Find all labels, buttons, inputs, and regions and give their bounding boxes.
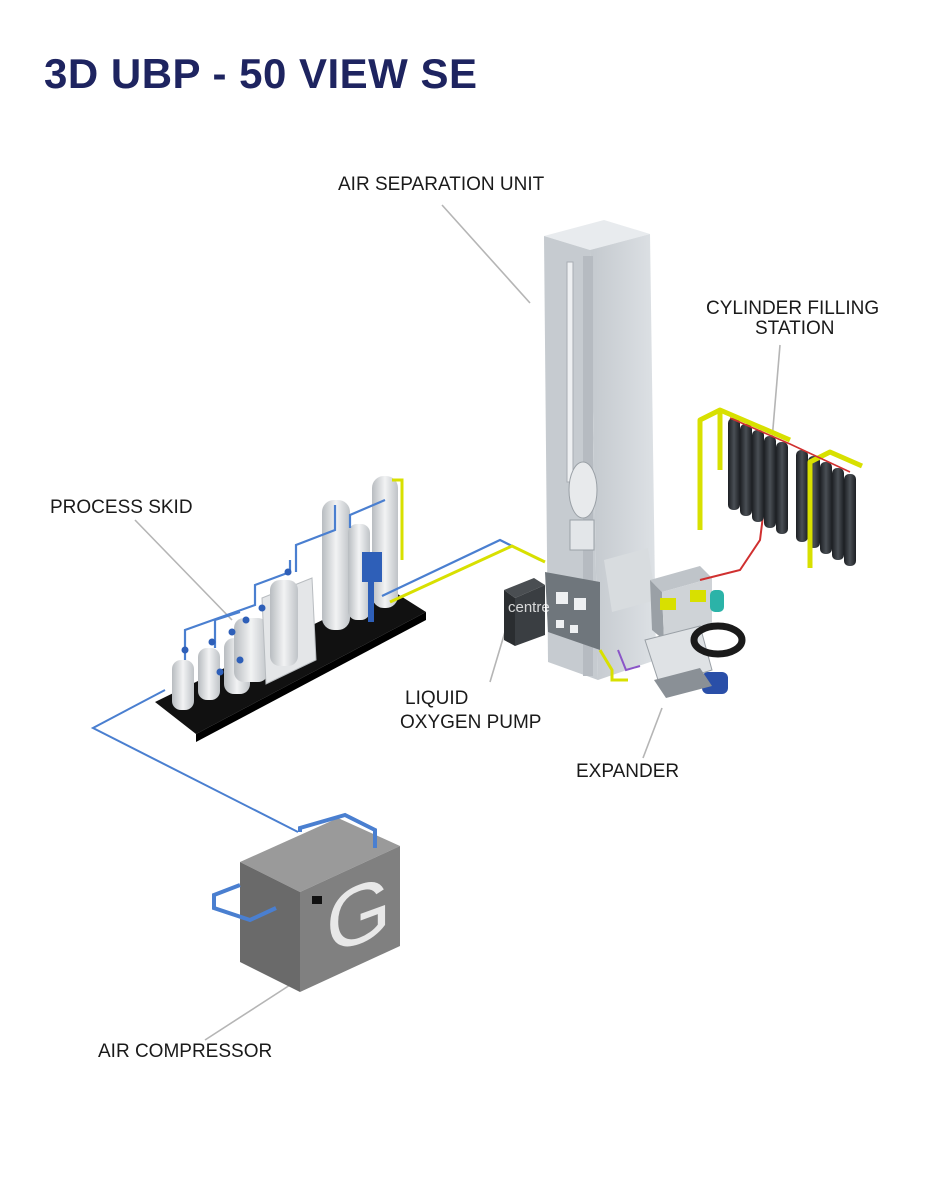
label-air-separation-unit: AIR SEPARATION UNIT (338, 174, 545, 195)
expander-machine (644, 566, 746, 698)
label-cylinder-filling-line2: STATION (755, 318, 835, 339)
cylinder-filling-station (697, 407, 864, 568)
compressor-left-face (240, 862, 300, 992)
skid-tanks (172, 476, 398, 710)
leader-process-skid (134, 519, 233, 621)
leader-cylinder-filling (771, 344, 781, 441)
skid-to-asu-pipe-yellow (389, 544, 546, 604)
label-liquid-oxygen-pump-line2: OXYGEN PUMP (400, 712, 542, 733)
leader-air-compressor (204, 984, 291, 1041)
process-skid (155, 476, 426, 742)
page-title: 3D UBP - 50 VIEW SE (44, 50, 478, 97)
air-separation-column (544, 220, 656, 680)
label-cylinder-filling-line1: CYLINDER FILLING (706, 298, 880, 319)
air-compressor: G (212, 812, 400, 992)
leader-air-separation (441, 204, 531, 304)
watermark-text: centre (508, 599, 550, 616)
label-air-compressor: AIR COMPRESSOR (98, 1041, 273, 1062)
leader-lines (134, 204, 781, 1041)
compressor-top (240, 818, 400, 892)
label-liquid-oxygen-pump-line1: LIQUID (405, 688, 469, 709)
label-process-skid: PROCESS SKID (50, 497, 193, 518)
leader-expander (642, 707, 663, 759)
compressor-front-face (300, 846, 400, 992)
label-expander: EXPANDER (576, 761, 680, 782)
air-feed-pipe (90, 689, 299, 833)
liquid-oxygen-pump (504, 578, 545, 646)
